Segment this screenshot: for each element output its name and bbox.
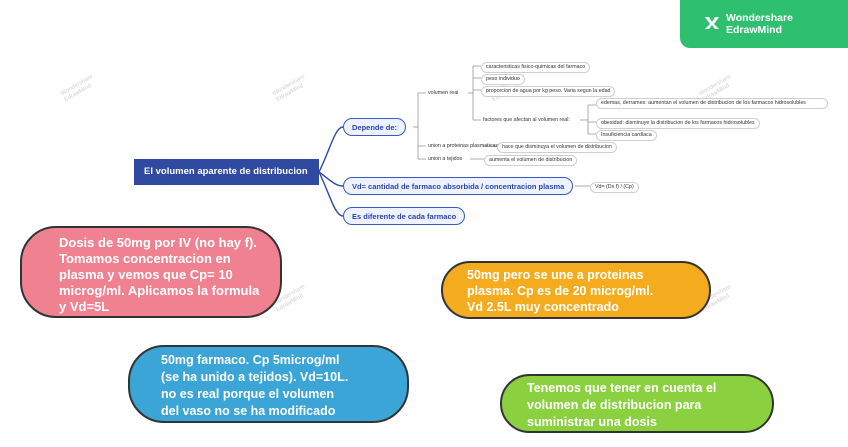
subtopic-volumen-real-item[interactable]: peso individuo	[481, 74, 525, 85]
brand-product: EdrawMind	[726, 24, 783, 36]
note-pink[interactable]: Dosis de 50mg por IV (no hay f). Tomamos…	[20, 226, 282, 318]
note-green[interactable]: Tenemos que tener en cuenta el volumen d…	[500, 374, 774, 433]
brand-name: Wondershare	[726, 12, 793, 24]
subtopic-volumen-real-item[interactable]: proporcion de agua por kg peso. Varia se…	[481, 86, 616, 97]
subtopic-factor-item[interactable]: obesidad: disminuye la distribucion de l…	[596, 118, 760, 129]
central-topic[interactable]: El volumen aparente de distribucion	[134, 159, 319, 185]
subtopic-factores[interactable]: factores que afectan al volumen real:	[483, 117, 570, 123]
topic-depende[interactable]: Depende de:	[343, 118, 407, 136]
brand-badge: Wondershare EdrawMind	[680, 0, 848, 48]
note-orange[interactable]: 50mg pero se une a proteinas plasma. Cp …	[441, 261, 711, 319]
subtopic-union-proteinas-effect[interactable]: hace que disminuya el volumen de distrib…	[497, 142, 617, 153]
subtopic-vd-expression[interactable]: Vd= (Dx f) / (Cp)	[590, 182, 639, 193]
subtopic-factor-item[interactable]: Insuficiencia cardiaca	[596, 130, 657, 141]
subtopic-volumen-real[interactable]: volumen real	[428, 90, 459, 96]
topic-diferente[interactable]: Es diferente de cada farmaco	[343, 207, 466, 225]
note-blue[interactable]: 50mg farmaco. Cp 5microg/ml (se ha unido…	[128, 345, 409, 423]
subtopic-union-proteinas[interactable]: union a proteinas plasmaticas	[428, 143, 499, 149]
subtopic-factor-item[interactable]: edemas, derrames: aumentan el volumen de…	[596, 98, 828, 109]
edrawmind-logo-icon	[705, 17, 719, 29]
subtopic-volumen-real-item[interactable]: caracteristicas fisico-quimicas del farm…	[481, 62, 591, 73]
topic-vd-formula[interactable]: Vd= cantidad de farmaco absorbida / conc…	[343, 177, 574, 195]
subtopic-union-tejidos-effect[interactable]: aumenta el volumen de distribucion	[484, 155, 578, 166]
subtopic-union-tejidos[interactable]: union a tejidos	[428, 156, 463, 162]
